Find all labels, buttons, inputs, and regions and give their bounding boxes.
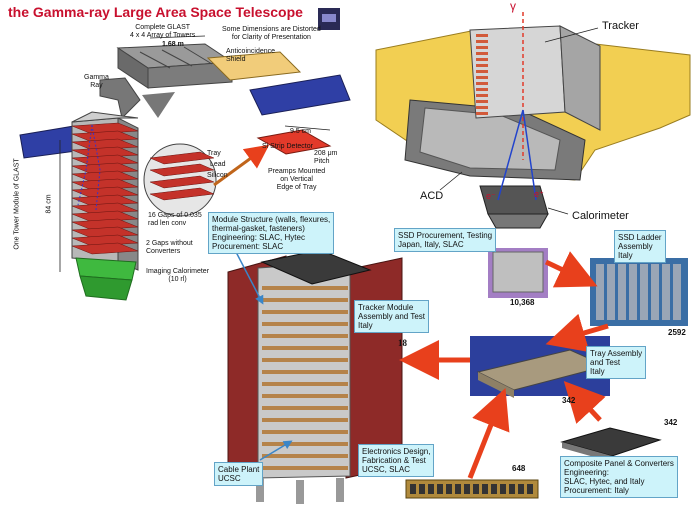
label-one-tower: One Tower Module of GLAST [13,158,21,250]
count-342-panel: 342 [664,418,678,427]
arrow-electronics-to-tray [467,388,510,479]
label-9-5cm: 9.5 cm [290,128,312,135]
down-arrow [142,92,175,118]
label-acd: ACD [420,190,444,202]
count-2592: 2592 [668,328,686,337]
arrow-cable-plant [259,440,293,461]
label-e-minus: e⁻ [486,191,496,201]
count-18: 18 [398,338,407,348]
label-tracker: Tracker [602,20,639,32]
label-84cm: 84 cm [45,194,53,214]
box-module-structure: Module Structure (walls, flexures,therma… [208,212,335,254]
label-e-plus: e⁺ [534,189,544,199]
label-gamma-symbol: γ [510,0,516,13]
anticoincidence-shield [206,51,302,81]
particle-tracks [497,109,537,201]
ssd-wafer [488,248,548,298]
tower-array [116,43,234,89]
count-10368: 10,368 [510,298,535,307]
label-silicon: Silicon [207,172,228,179]
arrow-panel-to-tray [563,381,606,424]
label-1-68m: 1.68 m [162,41,184,48]
label-si-strip: Si Strip Detector [262,143,313,150]
tower-module [71,111,139,301]
count-648: 648 [512,464,526,473]
arrow-wafer-to-ladder [544,251,598,288]
electronics-board [405,479,539,499]
solar-panel-right [249,74,351,116]
count-342-tray: 342 [562,396,576,405]
si-strip-detector [256,129,332,155]
page-title: the Gamma-ray Large Area Space Telescope [8,4,303,20]
label-imaging-calorimeter: Imaging Calorimeter(10 rl) [146,268,210,283]
label-lead: Lead [210,161,226,168]
arrow-ladder-to-tray [545,313,609,353]
detector-cutaway [375,25,691,229]
satellite-thumbnail [318,8,340,30]
arrow-module-structure [235,251,264,305]
label-tray: Tray [207,150,221,157]
ssd-ladder [590,258,688,326]
label-calorimeter: Calorimeter [572,210,629,222]
